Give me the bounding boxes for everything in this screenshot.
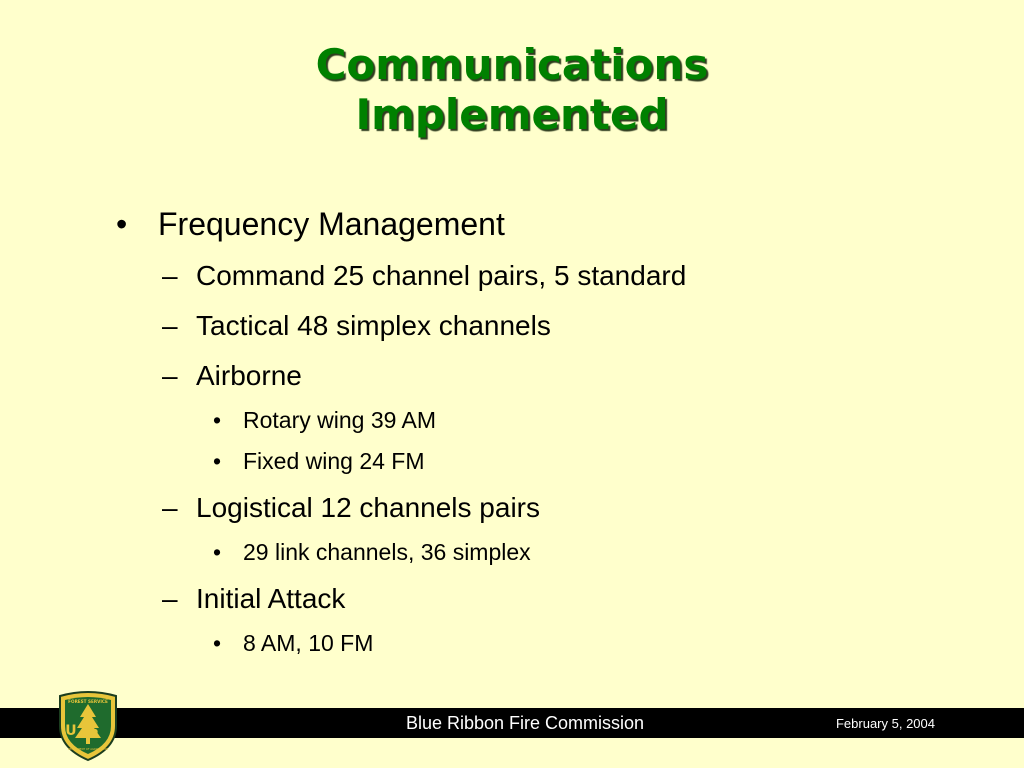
bullet-marker: • <box>213 539 222 565</box>
dash-marker: – <box>162 492 178 523</box>
list-item-text: Logistical 12 channels pairs <box>196 492 540 523</box>
list-item: –Tactical 48 simplex channels <box>110 308 990 344</box>
bullet-marker: • <box>213 630 222 656</box>
dash-marker: – <box>162 260 178 291</box>
list-item-text: 29 link channels, 36 simplex <box>243 539 531 565</box>
list-item-text: Rotary wing 39 AM <box>243 407 437 433</box>
list-item-text: Command 25 channel pairs, 5 standard <box>196 260 687 291</box>
list-item: –Logistical 12 channels pairs <box>110 490 990 526</box>
title-line-2: Implemented <box>355 90 669 139</box>
list-item-text: Fixed wing 24 FM <box>243 448 425 474</box>
list-item: –Command 25 channel pairs, 5 standard <box>110 258 990 294</box>
footer-title: Blue Ribbon Fire Commission <box>405 713 645 733</box>
list-item-text: 8 AM, 10 FM <box>243 630 374 656</box>
bullet-list: •Frequency Management –Command 25 channe… <box>110 204 990 658</box>
list-item-text: Initial Attack <box>196 583 346 614</box>
list-item: • Fixed wing 24 FM <box>110 447 990 476</box>
list-item: • Frequency Management <box>110 204 990 244</box>
bullet-marker: • <box>213 448 222 474</box>
list-item: • 29 link channels, 36 simplex <box>110 538 990 567</box>
list-item-text: Frequency Management <box>158 206 505 242</box>
list-item: –Initial Attack <box>110 581 990 617</box>
bullet-marker: • <box>116 206 128 242</box>
dash-marker: – <box>162 583 178 614</box>
logo-text-main: US <box>65 723 110 739</box>
forest-service-shield-icon: FOREST SERVICE US DEPARTMENT OF AGRICULT… <box>59 691 117 762</box>
footer-date: February 5, 2004 <box>835 716 935 731</box>
dash-marker: – <box>162 310 178 341</box>
logo-text-bottom: DEPARTMENT OF AGRICULTURE <box>68 747 109 751</box>
bullet-marker: • <box>213 407 222 433</box>
title-line-1: Communications <box>315 40 709 89</box>
list-item: • 8 AM, 10 FM <box>110 629 990 658</box>
list-item: –Airborne <box>110 358 990 394</box>
list-item-text: Airborne <box>196 360 302 391</box>
slide-title: Communications Implemented <box>0 40 1024 140</box>
list-item: • Rotary wing 39 AM <box>110 406 990 435</box>
footer-bar: Blue Ribbon Fire Commission February 5, … <box>0 708 1024 738</box>
dash-marker: – <box>162 360 178 391</box>
list-item-text: Tactical 48 simplex channels <box>196 310 551 341</box>
logo-text-top: FOREST SERVICE <box>68 699 108 704</box>
